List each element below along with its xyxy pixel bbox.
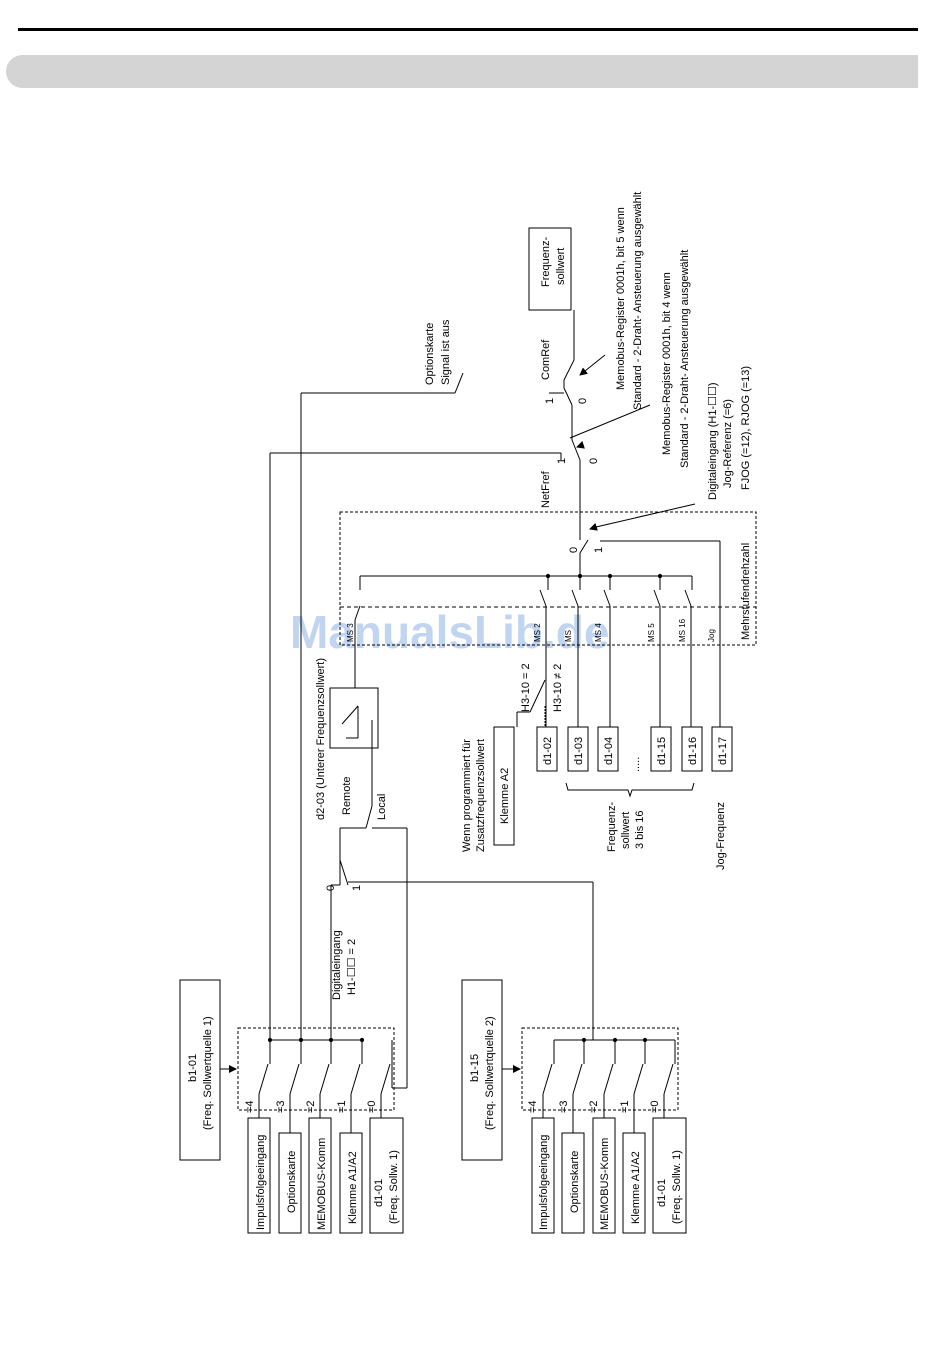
watermark: ManualsLib.de: [290, 606, 609, 658]
b101-title: (Freq. Sollwertquelle 1): [202, 1016, 214, 1130]
selector-box-2: [521, 1027, 679, 1111]
jog-pos0: 0: [568, 547, 580, 553]
jog-input-line2: Jog-Referenz (=6): [722, 399, 734, 488]
speed-d115: d1-15: [656, 737, 668, 765]
selector-box-1: [237, 1027, 395, 1111]
input-label-pulse-2: Impulsfolgeeingang: [538, 1135, 550, 1230]
comref-note1: Memobus-Register 0001h, bit 5 wenn: [615, 207, 627, 390]
input-box-d101-1: [369, 1117, 404, 1234]
ms16-label: MS 16: [678, 618, 687, 642]
comref-pos0: 0: [577, 398, 589, 404]
ms4-label: MS 4: [594, 623, 603, 642]
header-band: [6, 55, 918, 88]
jog-pos1: 1: [593, 547, 605, 553]
selector-1-2: =1: [619, 1100, 631, 1113]
selector-3-1: =3: [275, 1100, 287, 1113]
ms5-label: MS 5: [647, 623, 656, 642]
digital-input-line1: Digitaleingang: [331, 930, 343, 1000]
selector-4-2: =4: [527, 1100, 539, 1113]
speed-box-d104: [597, 726, 619, 772]
speed-d102: d1-02: [542, 737, 554, 765]
selector-2-2: =2: [588, 1100, 600, 1113]
d101-label-2: d1-01: [656, 1179, 668, 1207]
netref-note2: Standard - 2-Draht- Ansteuerung ausgewäh…: [679, 250, 691, 468]
ms3-label: MS 3: [346, 623, 355, 642]
speed-dots: .....: [630, 757, 642, 772]
remote-label: Remote: [341, 776, 353, 815]
output-line1: Frequenz-: [540, 237, 552, 287]
speed-caption-1: Frequenz-: [606, 802, 618, 852]
comref-label: ComRef: [540, 339, 552, 380]
local-label: Local: [376, 794, 388, 820]
speed-box-d103: [567, 726, 589, 772]
jog-input-line1: Digitaleingang (H1-☐☐): [707, 382, 719, 500]
input-label-klemme-1: Klemme A1/A2: [347, 1151, 359, 1224]
selector-0-2: =0: [649, 1100, 661, 1113]
digital-input-pos1: 1: [351, 885, 363, 891]
speed-box-d102: [536, 726, 558, 772]
d101-sub-1: (Freq. Sollw. 1): [388, 1150, 400, 1224]
netref-label: NetFref: [540, 470, 552, 508]
ms2-label: MS 2: [533, 623, 542, 642]
multistep-box: [339, 511, 757, 646]
b101-param: b1-01: [187, 1054, 199, 1082]
selector-4-1: =4: [244, 1100, 256, 1113]
multistep-title: Mehrstufendrehzahl: [740, 543, 752, 640]
input-label-memobus-1: MEMOBUS-Komm: [316, 1138, 328, 1230]
h310-eq: H3-10 = 2: [520, 663, 532, 712]
netref-note1: Memobus-Register 0001h, bit 4 wenn: [661, 272, 673, 455]
output-box: [528, 227, 572, 311]
speed-d103: d1-03: [573, 737, 585, 765]
selector-0-1: =0: [366, 1100, 378, 1113]
d101-sub-2: (Freq. Sollw. 1): [671, 1150, 683, 1224]
digital-input-line2: H1-☐☐ = 2: [346, 939, 358, 995]
netref-pos1: 1: [556, 458, 568, 464]
selector-2-1: =2: [305, 1100, 317, 1113]
input-label-klemme-2: Klemme A1/A2: [630, 1151, 642, 1224]
speed-d104: d1-04: [603, 737, 615, 765]
klemme-a2-box-label: Klemme A2: [499, 768, 511, 824]
speed-box-d117: [711, 726, 733, 772]
b115-param: b1-15: [469, 1054, 481, 1082]
selector-3-2: =3: [558, 1100, 570, 1113]
h310-neq: H3-10 ≠ 2: [552, 664, 564, 712]
d203-label: d2-03 (Unterer Frequenzsollwert): [315, 658, 327, 820]
comref-note2: Standard - 2-Draht- Ansteuerung ausgewäh…: [632, 192, 644, 410]
lower-limit-box: [329, 687, 379, 749]
b101-box: [179, 979, 221, 1161]
input-label-memobus-2: MEMOBUS-Komm: [599, 1138, 611, 1230]
speed-box-d116: [681, 726, 703, 772]
input-label-pulse-1: Impulsfolgeeingang: [255, 1135, 267, 1230]
ms-label: MS: [564, 630, 573, 642]
digital-input-pos0: 0: [325, 885, 337, 891]
speed-d116: d1-16: [687, 737, 699, 765]
option-card-line2: Signal ist aus: [440, 319, 452, 385]
speed-caption-3: 3 bis 16: [634, 810, 646, 849]
b115-box: [461, 979, 503, 1161]
netref-pos0: 0: [588, 458, 600, 464]
b115-title: (Freq. Sollwertquelle 2): [484, 1016, 496, 1130]
klemme-a2-box: [493, 726, 515, 846]
jog-label: Jog: [707, 629, 716, 642]
jog-caption: Jog-Frequenz: [715, 802, 727, 870]
comref-pos1: 1: [544, 398, 556, 404]
option-card-line1: Optionskarte: [424, 323, 436, 385]
input-box-d101-2: [652, 1117, 687, 1234]
speed-caption-2: sollwert: [620, 812, 632, 849]
d101-label-1: d1-01: [373, 1179, 385, 1207]
input-label-option-2: Optionskarte: [569, 1151, 581, 1213]
klemme-a2-note1: Wenn programmiert für: [461, 739, 473, 852]
jog-input-line3: FJOG (=12), RJOG (=13): [740, 366, 752, 490]
klemme-a2-note2: Zusatzfrequenzsollwert: [475, 739, 487, 852]
header-rule: [18, 28, 918, 31]
speed-box-d115: [650, 726, 672, 772]
input-label-option-1: Optionskarte: [286, 1151, 298, 1213]
selector-1-1: =1: [336, 1100, 348, 1113]
speed-d117: d1-17: [717, 737, 729, 765]
output-line2: sollwert: [555, 248, 567, 285]
